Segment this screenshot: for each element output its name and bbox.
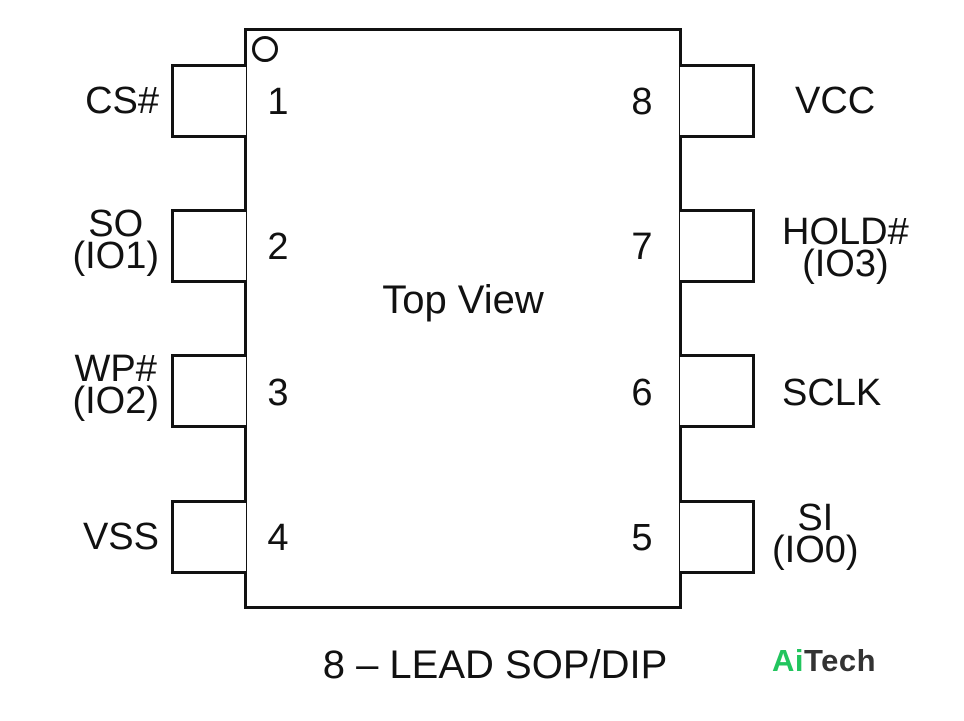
pin-label-2: SO (IO1) xyxy=(72,203,159,277)
pin-label-4-name: VSS xyxy=(82,516,159,558)
logo-ai-text: Ai xyxy=(772,643,804,678)
pin-number-8: 8 xyxy=(631,81,653,123)
pin-label-4: VSS xyxy=(82,516,159,558)
pin-label-3-name: WP# xyxy=(74,348,157,390)
top-view-label: Top View xyxy=(382,278,544,322)
pin-label-6-name: SCLK xyxy=(782,372,882,414)
pin-number-3: 3 xyxy=(267,372,289,414)
pin-number-7: 7 xyxy=(631,226,653,268)
pin-label-3: WP# (IO2) xyxy=(72,348,159,422)
pin-label-8: VCC xyxy=(795,80,876,122)
package-caption: 8 – LEAD SOP/DIP xyxy=(0,645,964,685)
pin-label-2-alt: (IO1) xyxy=(72,235,159,277)
pin-lead-4 xyxy=(171,500,246,574)
pin-number-6: 6 xyxy=(631,372,653,414)
pin-label-7-alt: (IO3) xyxy=(802,243,889,285)
package-caption-text: 8 – LEAD SOP/DIP xyxy=(322,643,668,687)
pin-label-5: SI (IO0) xyxy=(772,497,859,571)
pin-label-2-name: SO xyxy=(88,203,144,245)
pin-lead-2 xyxy=(171,209,246,283)
chip-body xyxy=(244,28,682,609)
pin-lead-1 xyxy=(171,64,246,138)
pin-label-6: SCLK xyxy=(782,372,882,414)
pin1-marker-icon xyxy=(252,36,278,62)
pin-number-5: 5 xyxy=(631,517,653,559)
pin-label-8-name: VCC xyxy=(795,80,876,122)
pin-label-1: CS# xyxy=(85,80,159,122)
logo-tech-text: Tech xyxy=(804,643,877,678)
pin-lead-5 xyxy=(680,500,755,574)
pin-label-3-alt: (IO2) xyxy=(72,380,159,422)
pin-label-7-name: HOLD# xyxy=(782,211,909,253)
pin-label-5-name: SI xyxy=(797,497,834,539)
pin-number-4: 4 xyxy=(267,517,289,559)
pin-lead-8 xyxy=(680,64,755,138)
pin-lead-6 xyxy=(680,354,755,428)
pin-number-2: 2 xyxy=(267,226,289,268)
pin-label-1-name: CS# xyxy=(85,80,159,122)
pin-lead-7 xyxy=(680,209,755,283)
aitech-logo: AiTech xyxy=(772,645,876,676)
pin-label-5-alt: (IO0) xyxy=(772,529,859,571)
pin-number-1: 1 xyxy=(267,81,289,123)
pin-label-7: HOLD# (IO3) xyxy=(782,211,909,285)
pin-lead-3 xyxy=(171,354,246,428)
